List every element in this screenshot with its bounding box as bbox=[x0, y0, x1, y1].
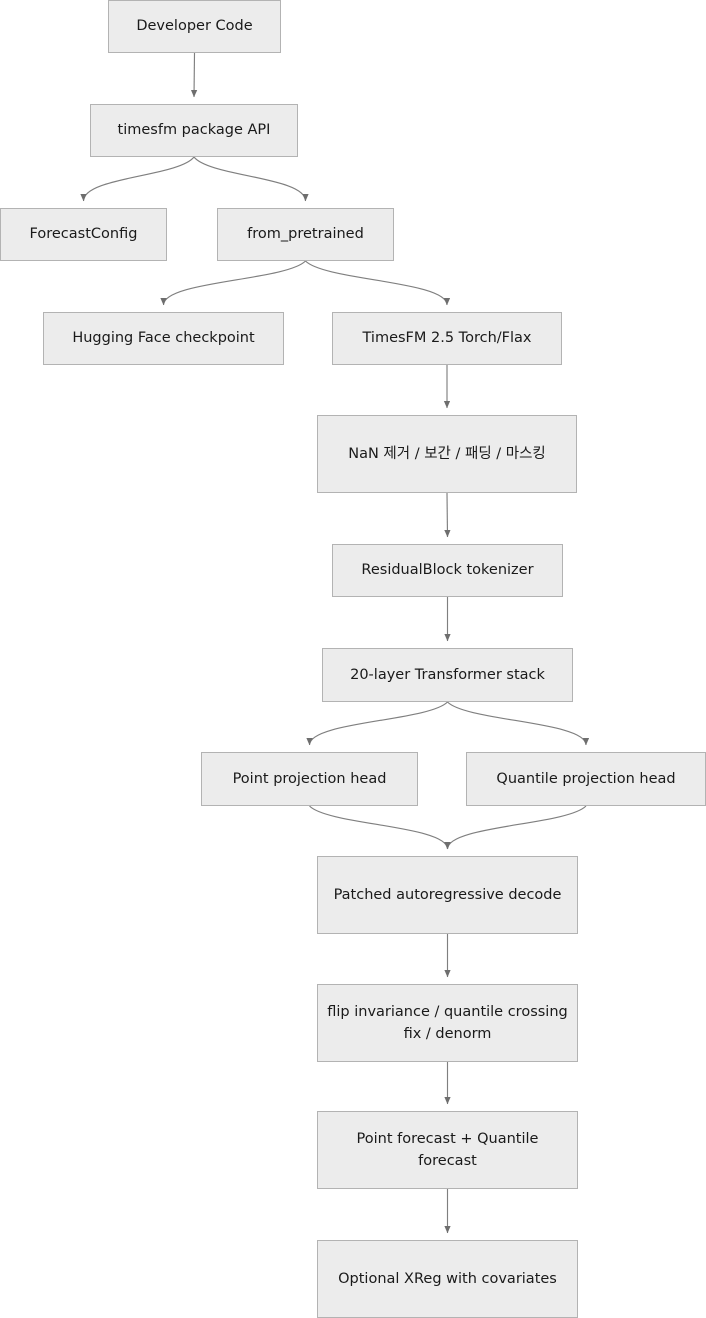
node-quantile_head[interactable]: Quantile projection head bbox=[466, 752, 706, 806]
node-label: Point forecast + Quantile forecast bbox=[356, 1130, 539, 1169]
node-residual_tokenizer[interactable]: ResidualBlock tokenizer bbox=[332, 544, 563, 597]
node-label: NaN 제거 / 보간 / 패딩 / 마스킹 bbox=[348, 445, 546, 462]
node-label: Quantile projection head bbox=[496, 770, 676, 787]
node-point_head[interactable]: Point projection head bbox=[201, 752, 418, 806]
node-label: Point projection head bbox=[232, 770, 387, 787]
edge-timesfm_package_api-to-from_pretrained bbox=[193, 156, 309, 202]
node-postprocess[interactable]: flip invariance / quantile crossing fix … bbox=[317, 984, 578, 1062]
node-label: TimesFM 2.5 Torch/Flax bbox=[362, 330, 532, 347]
node-nan_preprocess[interactable]: NaN 제거 / 보간 / 패딩 / 마스킹 bbox=[317, 415, 577, 493]
node-label: from_pretrained bbox=[247, 226, 364, 243]
node-label: Optional XReg with covariates bbox=[338, 1270, 557, 1287]
node-transformer_stack[interactable]: 20-layer Transformer stack bbox=[322, 648, 573, 702]
node-label: ResidualBlock tokenizer bbox=[361, 562, 534, 579]
node-timesfm_torch_flax[interactable]: TimesFM 2.5 Torch/Flax bbox=[332, 312, 562, 365]
edge-from_pretrained-to-timesfm_torch_flax bbox=[305, 260, 451, 306]
edge-from_pretrained-to-hf_checkpoint bbox=[160, 260, 306, 306]
node-hf_checkpoint[interactable]: Hugging Face checkpoint bbox=[43, 312, 284, 365]
node-label: Patched autoregressive decode bbox=[333, 886, 562, 903]
edge-transformer_stack-to-quantile_head bbox=[447, 701, 590, 746]
node-label: Hugging Face checkpoint bbox=[72, 330, 255, 347]
node-from_pretrained[interactable]: from_pretrained bbox=[217, 208, 394, 261]
node-developer_code[interactable]: Developer Code bbox=[108, 0, 281, 53]
node-label: Developer Code bbox=[136, 18, 253, 35]
node-forecast_config[interactable]: ForecastConfig bbox=[0, 208, 167, 261]
node-label: ForecastConfig bbox=[29, 226, 138, 243]
edge-developer_code-to-timesfm_package_api bbox=[190, 52, 198, 98]
node-forecasts[interactable]: Point forecast + Quantile forecast bbox=[317, 1111, 578, 1189]
node-label: timesfm package API bbox=[117, 122, 271, 139]
edge-transformer_stack-to-point_head bbox=[306, 701, 448, 746]
node-label: flip invariance / quantile crossing fix … bbox=[327, 1003, 568, 1042]
edge-point_head-to-ar_decode bbox=[309, 805, 451, 850]
node-xreg[interactable]: Optional XReg with covariates bbox=[317, 1240, 578, 1318]
node-label: 20-layer Transformer stack bbox=[350, 666, 545, 683]
edge-timesfm_package_api-to-forecast_config bbox=[80, 156, 195, 202]
node-timesfm_package_api[interactable]: timesfm package API bbox=[90, 104, 298, 157]
edge-nan_preprocess-to-residual_tokenizer bbox=[444, 492, 451, 538]
node-ar_decode[interactable]: Patched autoregressive decode bbox=[317, 856, 578, 934]
edge-quantile_head-to-ar_decode bbox=[444, 805, 587, 850]
